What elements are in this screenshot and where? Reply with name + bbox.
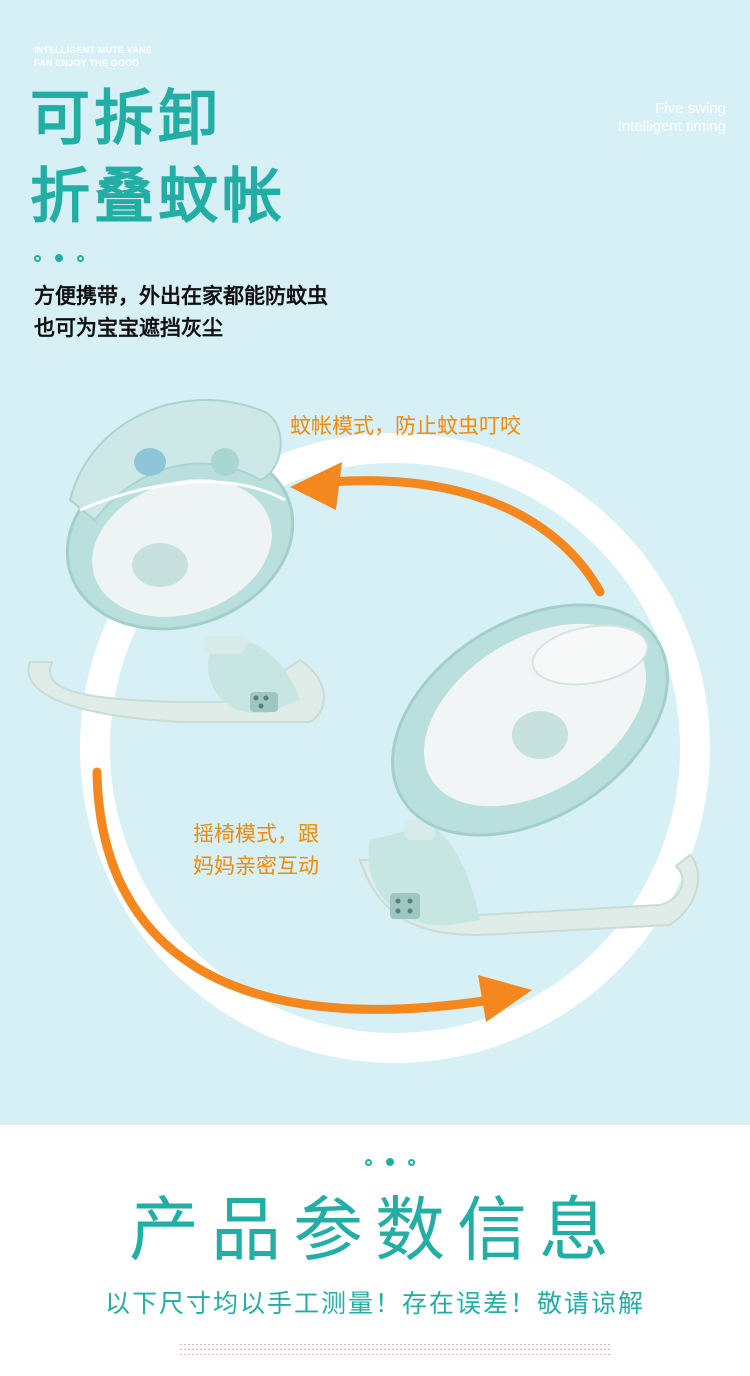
section-title: 产品参数信息 — [129, 1189, 621, 1271]
english-tagline: INTELLIGENT MUTE VANE FAN ENJOY THE GOOD — [34, 44, 152, 70]
desc-line-2: 也可为宝宝遮挡灰尘 — [34, 316, 223, 340]
swing-rocker-image — [358, 603, 700, 937]
dot-icon — [408, 1158, 415, 1166]
rocker-mode-callout: 摇椅模式，跟 妈妈亲密互动 — [193, 818, 319, 882]
fine-line — [180, 1349, 610, 1350]
title-line-1: 可拆卸 — [30, 84, 222, 154]
decor-dots-top — [34, 254, 84, 262]
dot-icon — [55, 254, 63, 262]
net-mode-callout: 蚊帐模式，防止蚊虫叮咬 — [290, 414, 521, 438]
fine-line — [180, 1344, 610, 1345]
arrow-right-head-icon — [478, 975, 532, 1022]
arrow-left-head-icon — [290, 462, 342, 510]
dot-icon — [386, 1158, 394, 1166]
fine-line — [180, 1354, 610, 1355]
rocker-callout-line-2: 妈妈亲密互动 — [193, 854, 319, 878]
dot-icon — [77, 254, 84, 262]
ring-decoration — [80, 433, 710, 1063]
decor-dots-bottom — [365, 1158, 415, 1166]
dot-icon — [34, 254, 41, 262]
english-side-text: Five swing Intelligent timing — [618, 100, 726, 136]
title-line-2: 折叠蚊帐 — [30, 162, 286, 232]
feature-description: 方便携带，外出在家都能防蚊虫 也可为宝宝遮挡灰尘 — [34, 280, 328, 344]
side-line-2: Intelligent timing — [617, 118, 726, 135]
arrow-upper-path — [325, 476, 605, 597]
desc-line-1: 方便携带，外出在家都能防蚊虫 — [34, 284, 328, 308]
section-subtitle: 以下尺寸均以手工测量！存在误差！敬请谅解 — [104, 1289, 645, 1318]
side-line-1: Five swing — [655, 100, 726, 117]
tagline-line-2: FAN ENJOY THE GOOD — [34, 58, 139, 68]
rocker-callout-line-1: 摇椅模式，跟 — [193, 822, 319, 846]
arrow-lower-path — [92, 767, 495, 1014]
swing-with-net-image — [27, 399, 325, 723]
product-illustration — [27, 399, 710, 1063]
feature-title: 可拆卸 折叠蚊帐 — [30, 80, 286, 236]
decor-fine-lines — [180, 1344, 610, 1359]
feature-panel: INTELLIGENT MUTE VANE FAN ENJOY THE GOOD… — [0, 0, 750, 1125]
tagline-line-1: INTELLIGENT MUTE VANE — [34, 45, 153, 55]
dot-icon — [365, 1158, 372, 1166]
